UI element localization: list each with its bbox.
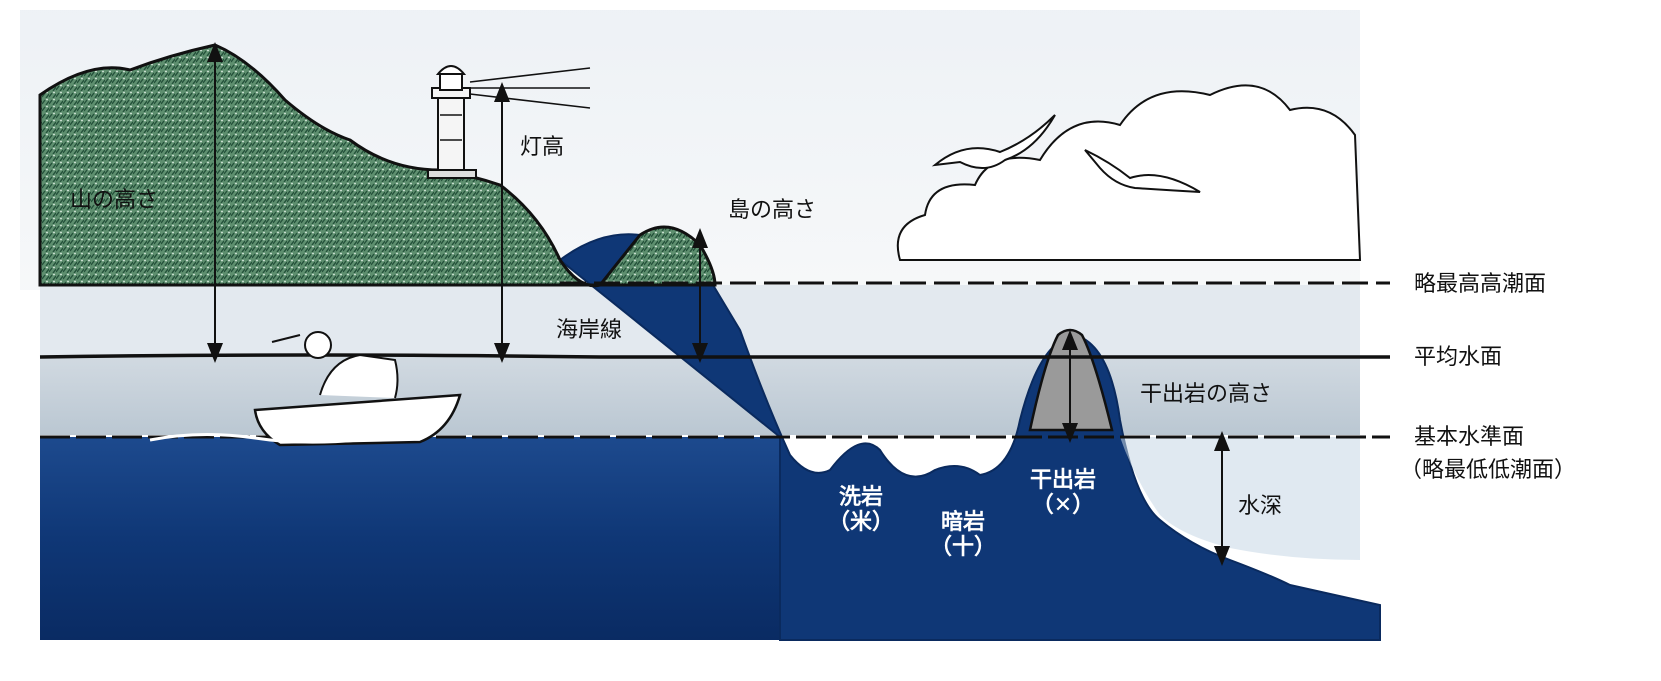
sunken-rock-name: 暗岩: [941, 510, 986, 535]
sunken-rock-label: 暗岩 （十）: [930, 510, 996, 561]
drying-rock-height-label: 干出岩の高さ: [1140, 382, 1273, 407]
sunken-rock-symbol: （十）: [930, 535, 997, 561]
mountain-height-label: 山の高さ: [70, 188, 159, 213]
datum-sub-label: （略最低低潮面）: [1400, 458, 1577, 483]
hhw-label: 略最高高潮面: [1414, 272, 1547, 297]
lighthouse-icon: [427, 65, 591, 179]
awash-rock-name: 洗岩: [839, 485, 884, 510]
seabed-profile: [558, 233, 1381, 641]
depth-label: 水深: [1238, 494, 1283, 519]
cloud-icon: [896, 84, 1362, 261]
drying-rock-name: 干出岩: [1030, 468, 1097, 493]
datum-label: 基本水準面: [1414, 425, 1525, 450]
island-height-label: 島の高さ: [728, 198, 817, 223]
seagull-icon-2: [1084, 149, 1201, 193]
drying-rock-label: 干出岩 （✕）: [1030, 468, 1096, 519]
awash-rock-symbol: （米）: [828, 510, 895, 536]
msl-line: [39, 353, 1390, 359]
boat-icon: [149, 331, 462, 447]
sea-body: [40, 437, 780, 640]
light-height-label: 灯高: [520, 135, 565, 160]
drying-rock-symbol: （✕）: [1031, 493, 1095, 519]
msl-label: 平均水面: [1414, 345, 1503, 370]
coastline-label: 海岸線: [556, 318, 623, 343]
awash-rock-label: 洗岩 （米）: [828, 485, 894, 536]
seagull-icon: [931, 114, 1056, 169]
